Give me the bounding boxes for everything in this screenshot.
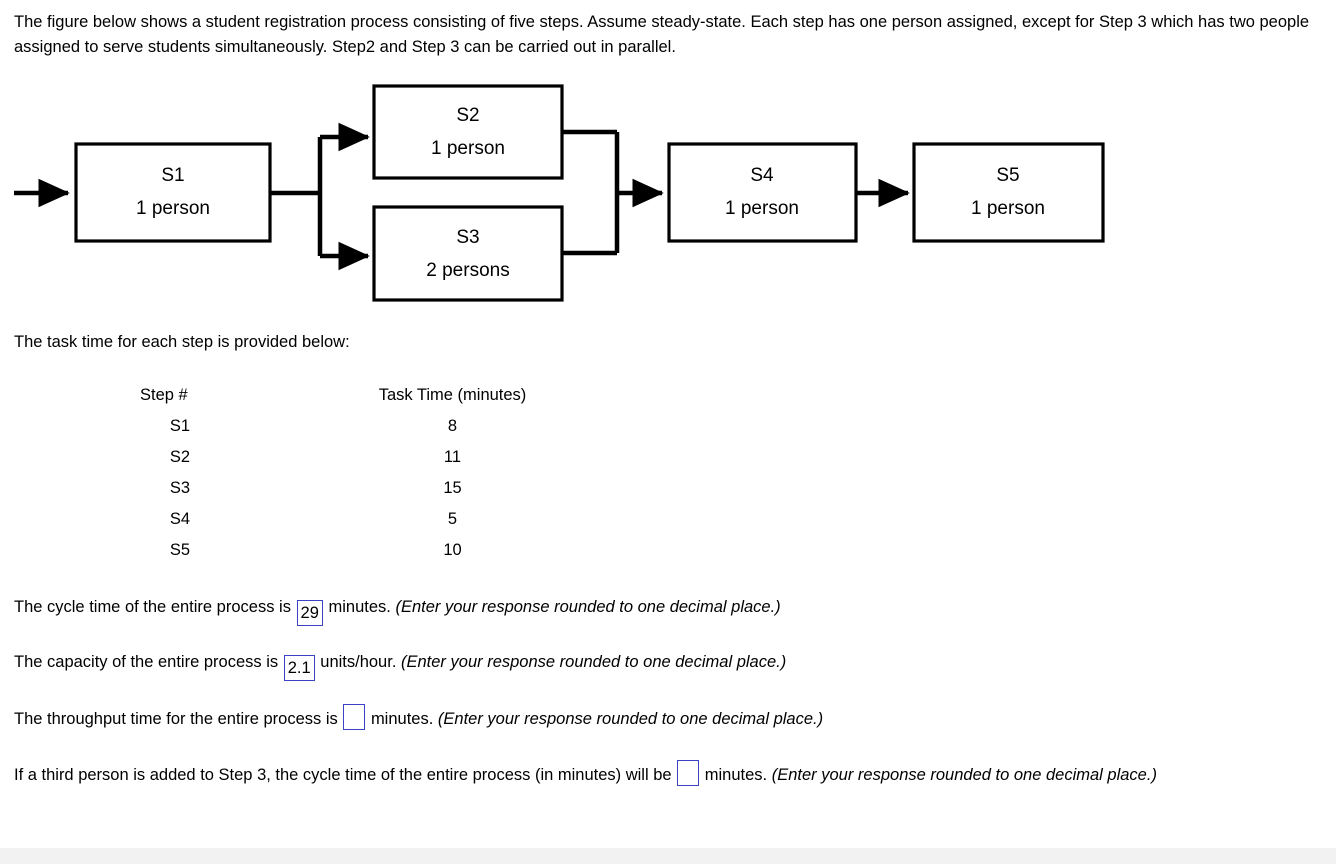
process-flow-diagram: S1 1 person S2 1 person S3 2 persons	[0, 75, 1160, 315]
cell-task-time: 10	[443, 541, 462, 559]
node-box-s5	[912, 142, 1105, 243]
question-throughput-time-hint: (Enter your response rounded to one deci…	[437, 710, 824, 728]
node-s5-title: S5	[996, 165, 1019, 186]
question-capacity: The capacity of the entire process is 2.…	[14, 649, 786, 681]
node-box-s1	[74, 142, 272, 243]
question-third-person-cycle-time: If a third person is added to Step 3, th…	[14, 760, 1264, 788]
table-row: S1 8	[140, 411, 545, 442]
question-cycle-time-prefix: The cycle time of the entire process is	[14, 598, 291, 616]
question-throughput-time: The throughput time for the entire proce…	[14, 704, 823, 732]
question-cycle-time-hint: (Enter your response rounded to one deci…	[395, 598, 781, 616]
node-s1-title: S1	[161, 165, 184, 186]
node-s5-subtitle: 1 person	[971, 198, 1045, 219]
answer-input-cycle-time[interactable]: 29	[296, 600, 323, 626]
task-time-table: Step # Task Time (minutes) S1 8 S2 11 S3…	[140, 380, 545, 566]
question-cycle-time-suffix: minutes.	[328, 598, 391, 616]
table-header-row: Step # Task Time (minutes)	[140, 380, 545, 411]
question-throughput-time-prefix: The throughput time for the entire proce…	[14, 710, 338, 728]
cell-task-time: 8	[447, 417, 458, 435]
question-capacity-hint: (Enter your response rounded to one deci…	[401, 653, 787, 671]
cell-step: S2	[169, 448, 191, 466]
node-s4-subtitle: 1 person	[725, 198, 799, 219]
table-row: S2 11	[140, 442, 545, 473]
question-throughput-time-suffix: minutes.	[370, 710, 434, 728]
table-row: S4 5	[140, 504, 545, 535]
question-capacity-prefix: The capacity of the entire process is	[14, 653, 279, 671]
table-row: S5 10	[140, 535, 545, 566]
node-s4-title: S4	[750, 165, 774, 186]
task-time-intro: The task time for each step is provided …	[14, 333, 350, 351]
bottom-strip	[0, 848, 1336, 864]
node-box-s2	[372, 84, 564, 180]
cell-step: S4	[169, 510, 191, 528]
node-box-s4	[667, 142, 858, 243]
cell-task-time: 5	[447, 510, 458, 528]
cell-step: S3	[169, 479, 191, 497]
question-third-person-prefix: If a third person is added to Step 3, th…	[14, 766, 672, 784]
question-third-person-hint: (Enter your response rounded to one deci…	[771, 766, 1157, 784]
node-box-s3	[372, 205, 564, 302]
node-s2-title: S2	[456, 105, 479, 126]
node-s3-subtitle: 2 persons	[426, 260, 509, 281]
cell-step: S5	[169, 541, 191, 559]
column-header-task-time: Task Time (minutes)	[378, 386, 527, 404]
cell-task-time: 11	[443, 448, 462, 466]
question-capacity-suffix: units/hour.	[320, 653, 397, 671]
answer-input-capacity[interactable]: 2.1	[283, 655, 315, 681]
column-header-step: Step #	[140, 386, 188, 404]
problem-statement: The figure below shows a student registr…	[14, 13, 1310, 56]
node-s3-title: S3	[456, 227, 479, 248]
node-s2-subtitle: 1 person	[431, 138, 505, 159]
cell-task-time: 15	[443, 479, 462, 497]
question-cycle-time: The cycle time of the entire process is …	[14, 594, 781, 626]
table-row: S3 15	[140, 473, 545, 504]
question-third-person-suffix: minutes.	[704, 766, 768, 784]
node-s1-subtitle: 1 person	[136, 198, 210, 219]
cell-step: S1	[169, 417, 191, 435]
answer-input-throughput-time[interactable]	[343, 704, 366, 730]
answer-input-third-person-cycle-time[interactable]	[677, 760, 700, 786]
